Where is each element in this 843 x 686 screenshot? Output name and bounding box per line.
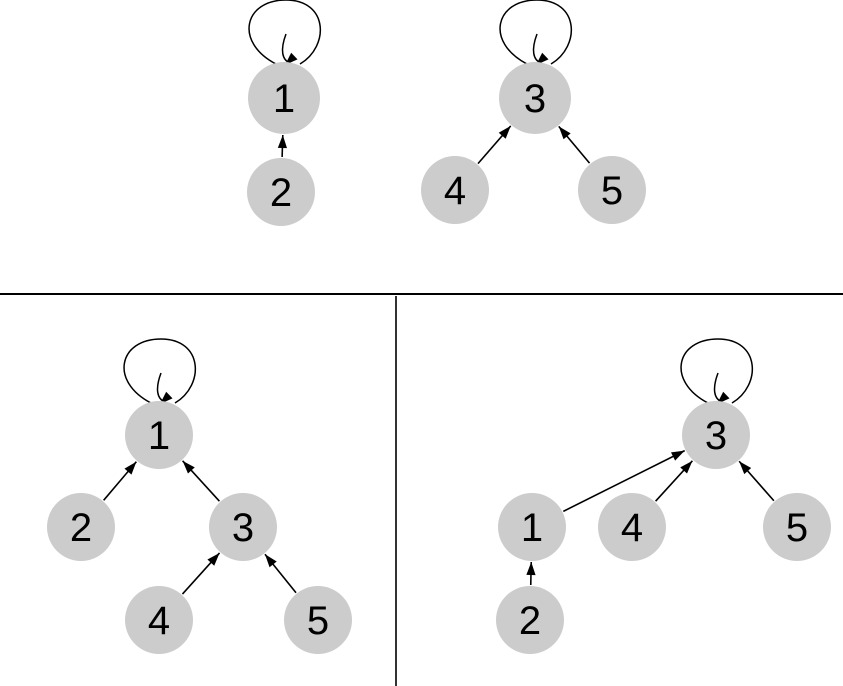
node-circle[interactable]: [125, 401, 193, 469]
node-label: 2: [270, 171, 292, 215]
edge-n4-to-n3: [477, 125, 512, 165]
node-circle[interactable]: [763, 493, 831, 561]
edge-arrowhead-icon: [277, 134, 288, 149]
edge-arrowhead-icon: [498, 125, 511, 139]
node-label: 3: [524, 77, 546, 121]
edge-arrowhead-icon: [671, 450, 685, 461]
node-label: 2: [70, 506, 92, 550]
edge-n2-to-n1: [277, 134, 288, 158]
graph-node-4[interactable]: 4: [598, 493, 666, 561]
self-loop-arrowhead-icon: [160, 391, 173, 404]
edge-line: [562, 449, 686, 513]
node-label: 5: [307, 599, 329, 643]
node-label: 3: [705, 414, 727, 458]
graph-node-3[interactable]: 3: [209, 493, 277, 561]
edge-arrowhead-icon: [739, 461, 752, 475]
self-loop-arrowhead-icon: [285, 52, 298, 65]
self-loop-n1: [123, 338, 197, 404]
node-circle[interactable]: [499, 62, 571, 134]
edge-n4-to-n3: [655, 460, 693, 502]
node-circle[interactable]: [496, 586, 564, 654]
graph-node-4[interactable]: 4: [421, 156, 489, 224]
panel-dividers: [0, 293, 843, 686]
node-circle[interactable]: [47, 493, 115, 561]
edge-n1-to-n3: [562, 449, 686, 513]
self-loop-arrowhead-icon: [717, 391, 730, 404]
node-circle[interactable]: [284, 586, 352, 654]
self-loop-n3: [680, 338, 754, 404]
graph-node-1[interactable]: 1: [498, 493, 566, 561]
node-label: 4: [444, 169, 466, 213]
self-loop-path: [680, 338, 754, 404]
node-label: 4: [621, 506, 643, 550]
node-label: 1: [148, 414, 170, 458]
node-circle[interactable]: [578, 156, 646, 224]
node-label: 2: [519, 599, 541, 643]
edge-n2-to-n1: [526, 561, 536, 586]
node-label: 5: [786, 506, 808, 550]
self-loop-path: [248, 0, 322, 65]
edge-arrowhead-icon: [182, 460, 195, 474]
edge-arrowhead-icon: [680, 460, 693, 474]
graph-node-4[interactable]: 4: [125, 586, 193, 654]
self-loops-layer: [123, 0, 754, 404]
edge-n5-to-n3: [264, 553, 297, 594]
edge-n2-to-n1: [103, 461, 137, 501]
edges-layer: [103, 125, 775, 595]
node-label: 4: [148, 599, 170, 643]
edge-arrowhead-icon: [124, 461, 137, 475]
self-loop-n1: [248, 0, 322, 65]
node-circle[interactable]: [247, 158, 315, 226]
edge-arrowhead-icon: [558, 126, 571, 140]
self-loop-n3: [499, 0, 573, 65]
graph-node-1[interactable]: 1: [125, 401, 193, 469]
graph-node-5[interactable]: 5: [284, 586, 352, 654]
node-label: 1: [521, 506, 543, 550]
node-circle[interactable]: [682, 401, 750, 469]
edge-n4-to-n3: [181, 552, 221, 595]
edge-arrowhead-icon: [207, 552, 220, 566]
node-label: 5: [601, 169, 623, 213]
node-circle[interactable]: [421, 156, 489, 224]
node-circle[interactable]: [498, 493, 566, 561]
nodes-layer: 1 2 3 4 5 1 2 3 4 5 3 1 4 5 2: [47, 62, 831, 654]
graph-node-3[interactable]: 3: [499, 62, 571, 134]
edge-arrowhead-icon: [264, 554, 277, 568]
self-loop-path: [499, 0, 573, 65]
graph-node-3[interactable]: 3: [682, 401, 750, 469]
edge-n3-to-n1: [182, 460, 220, 502]
node-label: 3: [232, 506, 254, 550]
self-loop-arrowhead-icon: [536, 52, 549, 65]
graph-node-2[interactable]: 2: [247, 158, 315, 226]
edge-arrowhead-icon: [526, 561, 536, 576]
edge-n5-to-n3: [738, 460, 775, 502]
self-loop-path: [123, 338, 197, 404]
node-circle[interactable]: [209, 493, 277, 561]
node-circle[interactable]: [598, 493, 666, 561]
graph-node-2[interactable]: 2: [47, 493, 115, 561]
graph-node-2[interactable]: 2: [496, 586, 564, 654]
graph-node-5[interactable]: 5: [578, 156, 646, 224]
node-circle[interactable]: [248, 62, 320, 134]
graph-node-5[interactable]: 5: [763, 493, 831, 561]
node-label: 1: [273, 77, 295, 121]
edge-n5-to-n3: [558, 125, 591, 164]
node-circle[interactable]: [125, 586, 193, 654]
graph-node-1[interactable]: 1: [248, 62, 320, 134]
